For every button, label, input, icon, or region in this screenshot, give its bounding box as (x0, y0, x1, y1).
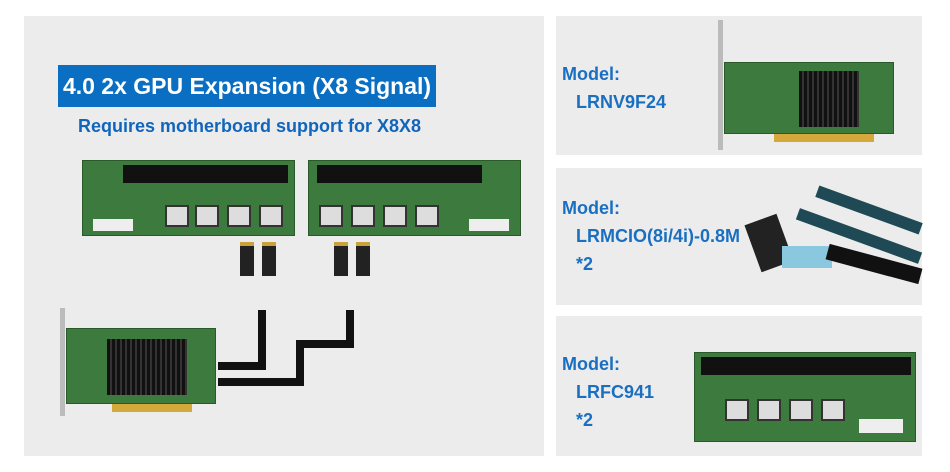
model-label: Model: (562, 198, 620, 218)
requirement-note: Requires motherboard support for X8X8 (78, 116, 422, 136)
riser-board-1 (82, 160, 295, 236)
riser-board-2 (308, 160, 521, 236)
model-number: LRNV9F24 (576, 92, 667, 112)
product-card-cable: Model: LRMCIO(8i/4i)-0.8M *2 (556, 168, 923, 305)
model-number: LRMCIO(8i/4i)-0.8M (576, 226, 741, 246)
cable-plug (356, 242, 370, 276)
model-label: Model: (562, 354, 620, 374)
hba-card (66, 328, 216, 404)
product-card-hba: Model: LRNV9F24 (556, 16, 922, 155)
cable-plug (262, 242, 276, 276)
quantity: *2 (576, 410, 594, 430)
model-number: LRFC941 (576, 382, 655, 402)
model-label: Model: (562, 64, 620, 84)
product-card-riser: Model: LRFC941 *2 (556, 316, 922, 456)
cable-plug (334, 242, 348, 276)
cable-plug (240, 242, 254, 276)
page-title: 4.0 2x GPU Expansion (X8 Signal) (58, 65, 436, 107)
quantity: *2 (576, 254, 594, 274)
